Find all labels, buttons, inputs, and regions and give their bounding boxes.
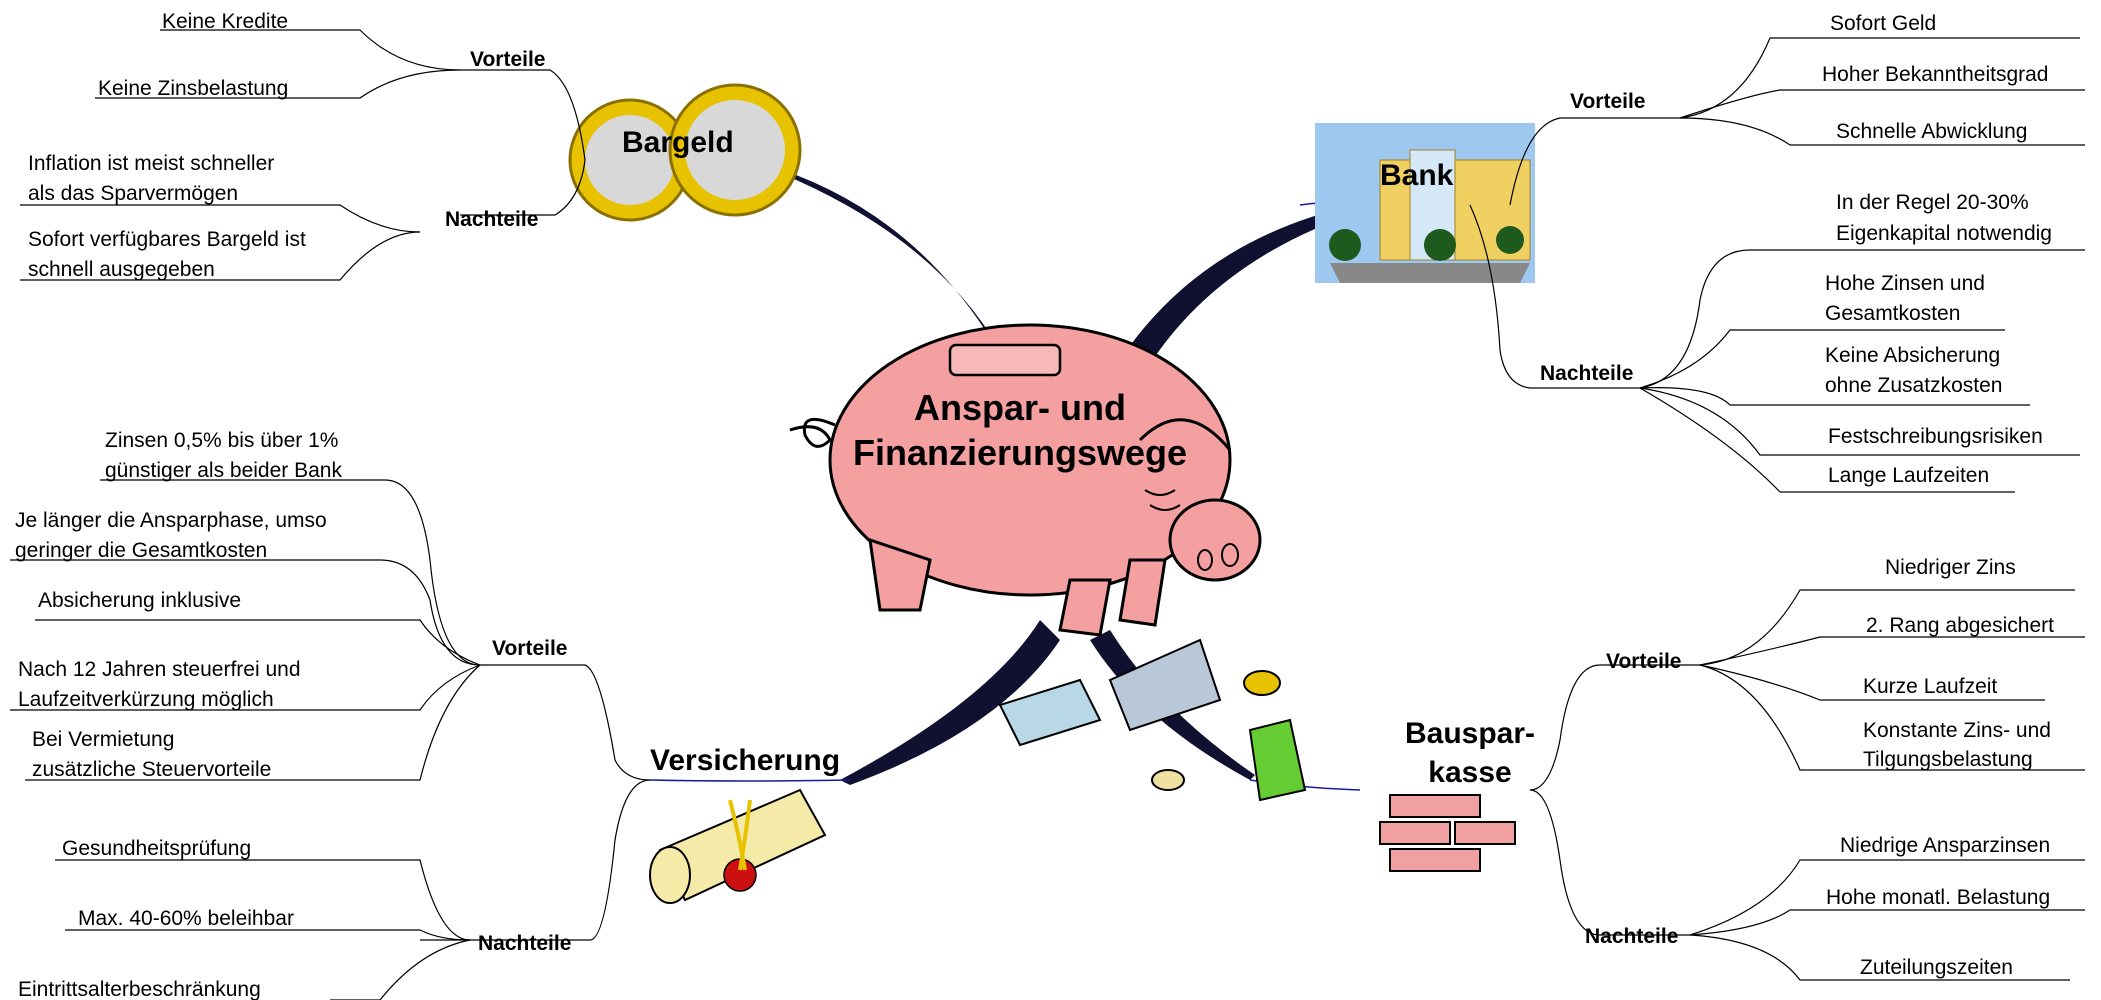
bausparkasse-vorteil-1: Niedriger Zins: [1885, 556, 2016, 579]
bank-nachteile-label: Nachteile: [1540, 362, 1633, 385]
bank-nachteil-4: Festschreibungsrisiken: [1828, 425, 2043, 448]
coins-illustration: [568, 83, 802, 222]
bank-nachteil-2-line1: Hohe Zinsen und: [1825, 272, 1985, 295]
bausparkasse-title-line2: kasse: [1428, 756, 1511, 789]
bargeld-branches: [20, 29, 586, 281]
bargeld-nachteil-1-line2: als das Sparvermögen: [28, 182, 238, 205]
bank-nachteil-1-line1: In der Regel 20-30%: [1836, 191, 2029, 214]
bausparkasse-title-line1: Bauspar-: [1405, 717, 1535, 750]
versicherung-vorteil-2-line1: Je länger die Ansparphase, umso: [15, 509, 327, 532]
versicherung-vorteil-2-line2: geringer die Gesamtkosten: [15, 539, 267, 562]
bank-vorteile-label: Vorteile: [1570, 90, 1645, 113]
center-title-line1: Anspar- und: [914, 387, 1126, 428]
bargeld-vorteile-label: Vorteile: [470, 48, 545, 71]
bausparkasse-vorteil-4-line1: Konstante Zins- und: [1863, 719, 2051, 742]
money-illustration: [998, 638, 1307, 802]
bausparkasse-nachteil-2: Hohe monatl. Belastung: [1826, 886, 2050, 909]
bank-nachteil-3-line1: Keine Absicherung: [1825, 344, 2000, 367]
versicherung-nachteile-label: Nachteile: [478, 932, 571, 955]
bausparkasse-vorteil-3: Kurze Laufzeit: [1863, 675, 1997, 698]
bank-vorteil-2: Hoher Bekanntheitsgrad: [1822, 63, 2048, 86]
bausparkasse-vorteil-2: 2. Rang abgesichert: [1866, 614, 2054, 637]
bank-branches: [1469, 37, 2085, 493]
center-title-line2: Finanzierungswege: [853, 432, 1187, 473]
bank-nachteil-3-line2: ohne Zusatzkosten: [1825, 374, 2002, 397]
bricks-illustration: [1379, 794, 1516, 872]
versicherung-vorteil-5-line2: zusätzliche Steuervorteile: [32, 758, 271, 781]
bausparkasse-nachteile-label: Nachteile: [1585, 925, 1678, 948]
piggy-bank-illustration: [789, 323, 1262, 637]
bank-vorteil-1: Sofort Geld: [1830, 12, 1936, 35]
bargeld-nachteile-label: Nachteile: [445, 208, 538, 231]
bank-nachteil-1-line2: Eigenkapital notwendig: [1836, 222, 2052, 245]
bank-nachteil-2-line2: Gesamtkosten: [1825, 302, 1960, 325]
versicherung-nachteil-3: Eintrittsalterbeschränkung: [18, 978, 261, 1000]
bausparkasse-vorteil-4-line2: Tilgungsbelastung: [1863, 748, 2033, 771]
bank-building-illustration: [1315, 123, 1535, 283]
bausparkasse-nachteil-1: Niedrige Ansparzinsen: [1840, 834, 2050, 857]
bank-vorteil-3: Schnelle Abwicklung: [1836, 120, 2027, 143]
versicherung-vorteil-1-line1: Zinsen 0,5% bis über 1%: [105, 429, 338, 452]
bargeld-title: Bargeld: [622, 126, 734, 159]
versicherung-vorteil-4-line2: Laufzeitverkürzung möglich: [18, 688, 274, 711]
bausparkasse-branches: [1529, 589, 2085, 981]
bargeld-nachteil-2-line1: Sofort verfügbares Bargeld ist: [28, 228, 306, 251]
bargeld-vorteil-1: Keine Kredite: [162, 10, 288, 33]
bank-title: Bank: [1380, 159, 1454, 192]
versicherung-branches: [10, 479, 651, 1000]
bausparkasse-vorteile-label: Vorteile: [1606, 650, 1681, 673]
versicherung-vorteile-label: Vorteile: [492, 637, 567, 660]
versicherung-vorteil-3: Absicherung inklusive: [38, 589, 241, 612]
bargeld-nachteil-2-line2: schnell ausgegeben: [28, 258, 215, 281]
bargeld-nachteil-1-line1: Inflation ist meist schneller: [28, 152, 274, 175]
versicherung-vorteil-5-line1: Bei Vermietung: [32, 728, 174, 751]
versicherung-vorteil-1-line2: günstiger als beider Bank: [105, 459, 342, 482]
versicherung-nachteil-2: Max. 40-60% beleihbar: [78, 907, 294, 930]
bank-nachteil-5: Lange Laufzeiten: [1828, 464, 1989, 487]
versicherung-vorteil-4-line1: Nach 12 Jahren steuerfrei und: [18, 658, 301, 681]
bargeld-vorteil-2: Keine Zinsbelastung: [98, 77, 288, 100]
versicherung-nachteil-1: Gesundheitsprüfung: [62, 837, 251, 860]
scroll-document-illustration: [649, 788, 827, 904]
versicherung-title: Versicherung: [650, 744, 840, 777]
bausparkasse-nachteil-3: Zuteilungszeiten: [1860, 956, 2013, 979]
